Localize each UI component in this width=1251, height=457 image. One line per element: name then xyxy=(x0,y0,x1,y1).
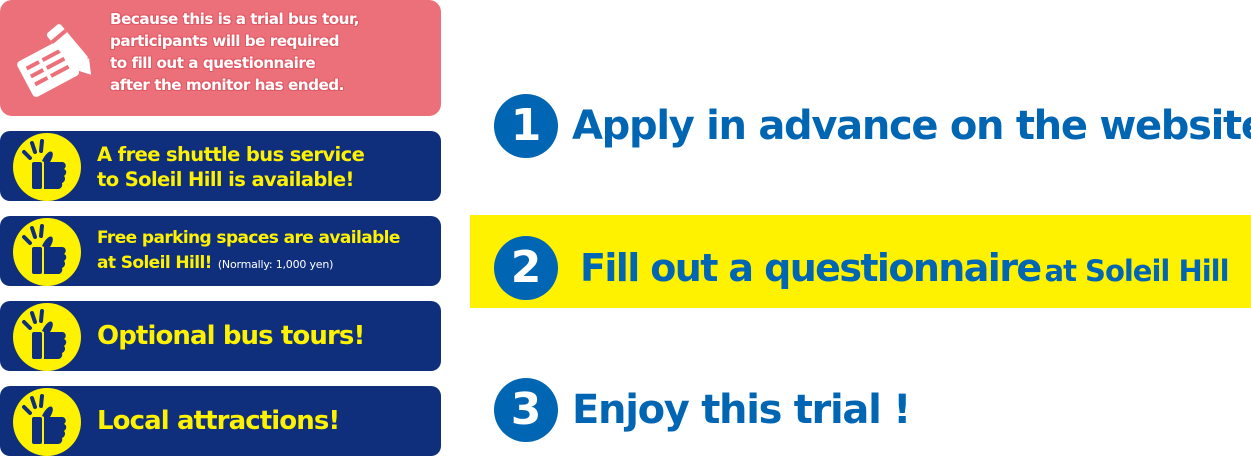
step-number-badge: 2 xyxy=(494,236,558,300)
step-text: Enjoy this trial ! xyxy=(572,387,911,433)
step-text: Fill out a questionnaire xyxy=(580,246,1042,290)
feature-free-parking: Free parking spaces are available at Sol… xyxy=(0,216,441,286)
feature-local-attractions: Local attractions! xyxy=(0,386,441,456)
feature-line: at Soleil Hill! xyxy=(97,253,212,273)
thumbs-up-icon xyxy=(13,133,81,201)
feature-text: A free shuttle bus service to Soleil Hil… xyxy=(97,142,365,192)
thumbs-up-icon xyxy=(13,303,81,371)
feature-text: Local attractions! xyxy=(97,406,340,436)
step-number-badge: 1 xyxy=(494,94,558,158)
notice-line: after the monitor has ended. xyxy=(110,76,344,94)
feature-line: Free parking spaces are available xyxy=(97,228,400,248)
feature-line: to Soleil Hill is available! xyxy=(97,168,354,191)
step-text: Apply in advance on the website xyxy=(572,103,1251,149)
pen-on-form-icon xyxy=(17,24,92,97)
feature-text: Free parking spaces are available at Sol… xyxy=(97,226,400,277)
notice-text: Because this is a trial bus tour, partic… xyxy=(110,8,438,96)
feature-text: Optional bus tours! xyxy=(97,321,365,351)
feature-line-with-note: at Soleil Hill! (Normally: 1,000 yen) xyxy=(97,251,400,277)
step-number-badge: 3 xyxy=(494,378,558,442)
feature-free-shuttle: A free shuttle bus service to Soleil Hil… xyxy=(0,131,441,201)
feature-optional-tours: Optional bus tours! xyxy=(0,301,441,371)
feature-line: A free shuttle bus service xyxy=(97,143,365,166)
thumbs-up-icon xyxy=(13,218,81,286)
notice-line: to fill out a questionnaire xyxy=(110,54,316,72)
step-text-location: at Soleil Hill xyxy=(1044,254,1230,288)
price-note: (Normally: 1,000 yen) xyxy=(217,258,334,271)
step-2-highlight-band xyxy=(470,215,1251,308)
questionnaire-notice: Because this is a trial bus tour, partic… xyxy=(0,0,441,116)
notice-line: participants will be required xyxy=(110,32,340,50)
notice-line: Because this is a trial bus tour, xyxy=(110,10,359,28)
thumbs-up-icon xyxy=(13,388,81,456)
